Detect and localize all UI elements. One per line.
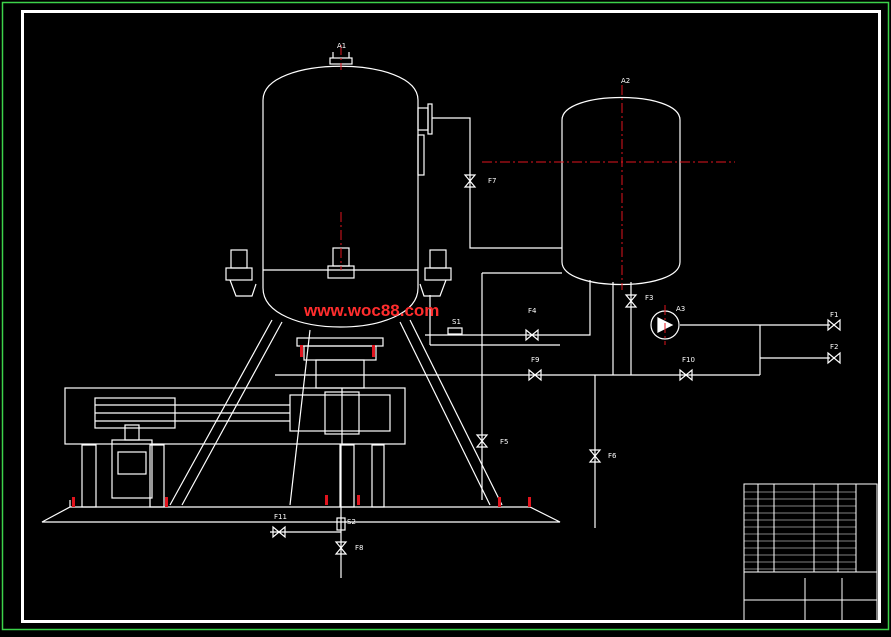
label-f11: F11: [274, 513, 287, 521]
valve-f7-icon: [463, 174, 477, 188]
tank-a1: [225, 52, 452, 389]
title-block: [743, 483, 878, 622]
label-f4: F4: [528, 307, 537, 315]
valve-f6-icon: [588, 449, 602, 463]
label-f2: F2: [830, 343, 838, 351]
motor-icon: [111, 424, 153, 499]
pipe-network: [270, 117, 830, 578]
label-f10: F10: [682, 356, 695, 364]
label-a2: A2: [621, 77, 630, 85]
valve-f1-icon: [827, 318, 841, 332]
label-s2: S2: [347, 518, 356, 526]
inner-frame: [21, 10, 881, 623]
strainer-s2: [336, 517, 346, 531]
valve-f9-icon: [528, 368, 542, 382]
valve-f10-icon: [679, 368, 693, 382]
label-a3: A3: [676, 305, 685, 313]
valve-f11-icon: [272, 525, 286, 539]
label-f5: F5: [500, 438, 508, 446]
valve-f8-icon: [334, 541, 348, 555]
tank-a2: [561, 96, 681, 286]
label-f7: F7: [488, 177, 496, 185]
label-a1: A1: [337, 42, 346, 50]
label-s1: S1: [452, 318, 461, 326]
label-f8: F8: [355, 544, 363, 552]
strainer-s1: [447, 327, 463, 335]
label-f9: F9: [531, 356, 539, 364]
valve-f3-icon: [624, 294, 638, 308]
label-f3: F3: [645, 294, 653, 302]
valve-f2-icon: [827, 351, 841, 365]
valve-f5-icon: [475, 434, 489, 448]
label-f6: F6: [608, 452, 617, 460]
drive-gearbox: [64, 387, 406, 445]
valve-f4-icon: [525, 328, 539, 342]
label-f1: F1: [830, 311, 838, 319]
watermark-text: www.woc88.com: [303, 301, 439, 320]
